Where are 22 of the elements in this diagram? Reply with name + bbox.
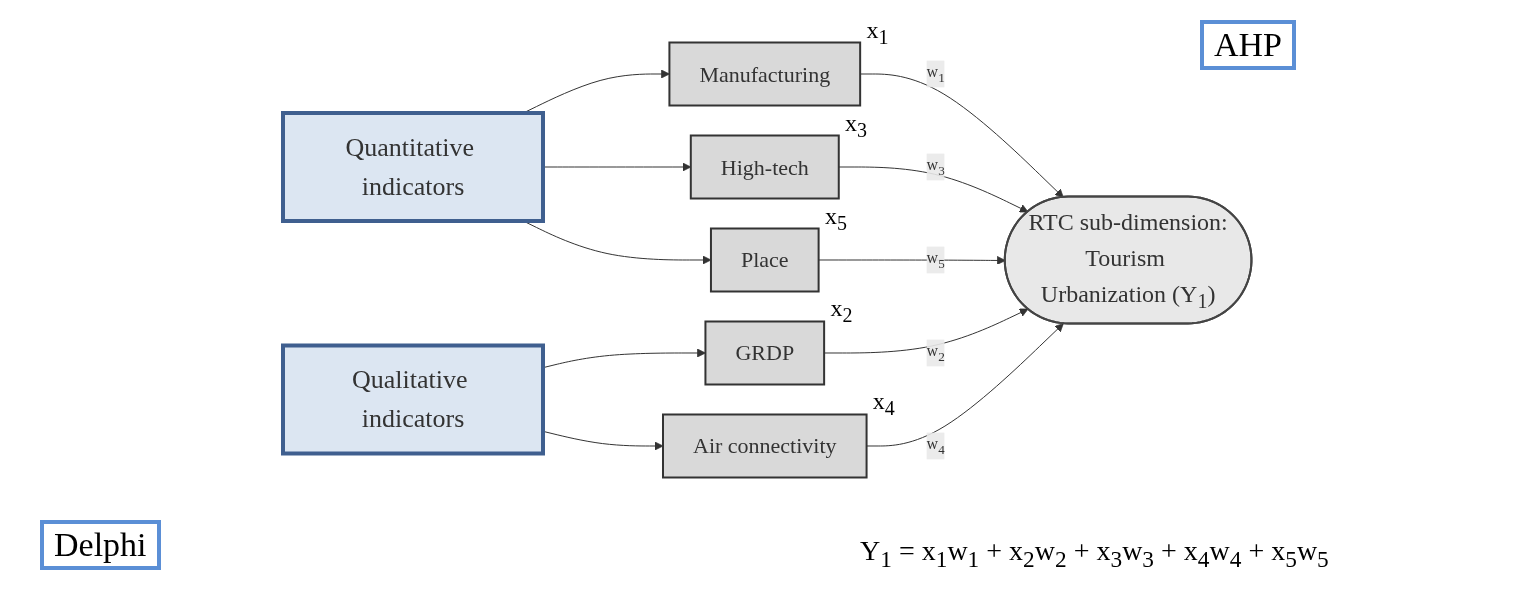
node-box: Air connectivity: [662, 413, 868, 479]
method-label: Delphi: [40, 520, 161, 570]
node-box: GRDP: [704, 320, 826, 386]
edge-label: w$_{1}$: [926, 63, 946, 85]
variable-label: x$_{3}$: [845, 109, 868, 142]
node-box: Place: [710, 227, 820, 293]
edge-label: w$_{5}$: [926, 249, 946, 271]
variable-label: x$_{1}$: [866, 16, 889, 49]
node-box: Quantitative indicators: [281, 111, 546, 223]
edge-label: w$_{2}$: [926, 342, 946, 364]
edge-label: w$_{4}$: [926, 435, 946, 457]
node-box: Qualitative indicators: [281, 343, 546, 456]
node-box: Manufacturing: [668, 41, 862, 107]
node-box: High-tech: [690, 134, 841, 200]
arrow: [818, 256, 1006, 265]
formula-text: Y$_{1}$ = x$_{1}$w$_{1}$ + x$_{2}$w$_{2}$ + x$_{3}$w$_{3}$ + x$_{4}$w$_{4}$ + x$_{5}$w$_{5}$: [860, 535, 1329, 573]
method-label: AHP: [1200, 20, 1297, 70]
variable-label: x$_{5}$: [824, 202, 847, 235]
variable-label: x$_{2}$: [830, 295, 853, 328]
edge-label: w$_{3}$: [926, 156, 946, 178]
arrow: [866, 323, 1064, 447]
variable-label: x$_{4}$: [872, 388, 895, 421]
